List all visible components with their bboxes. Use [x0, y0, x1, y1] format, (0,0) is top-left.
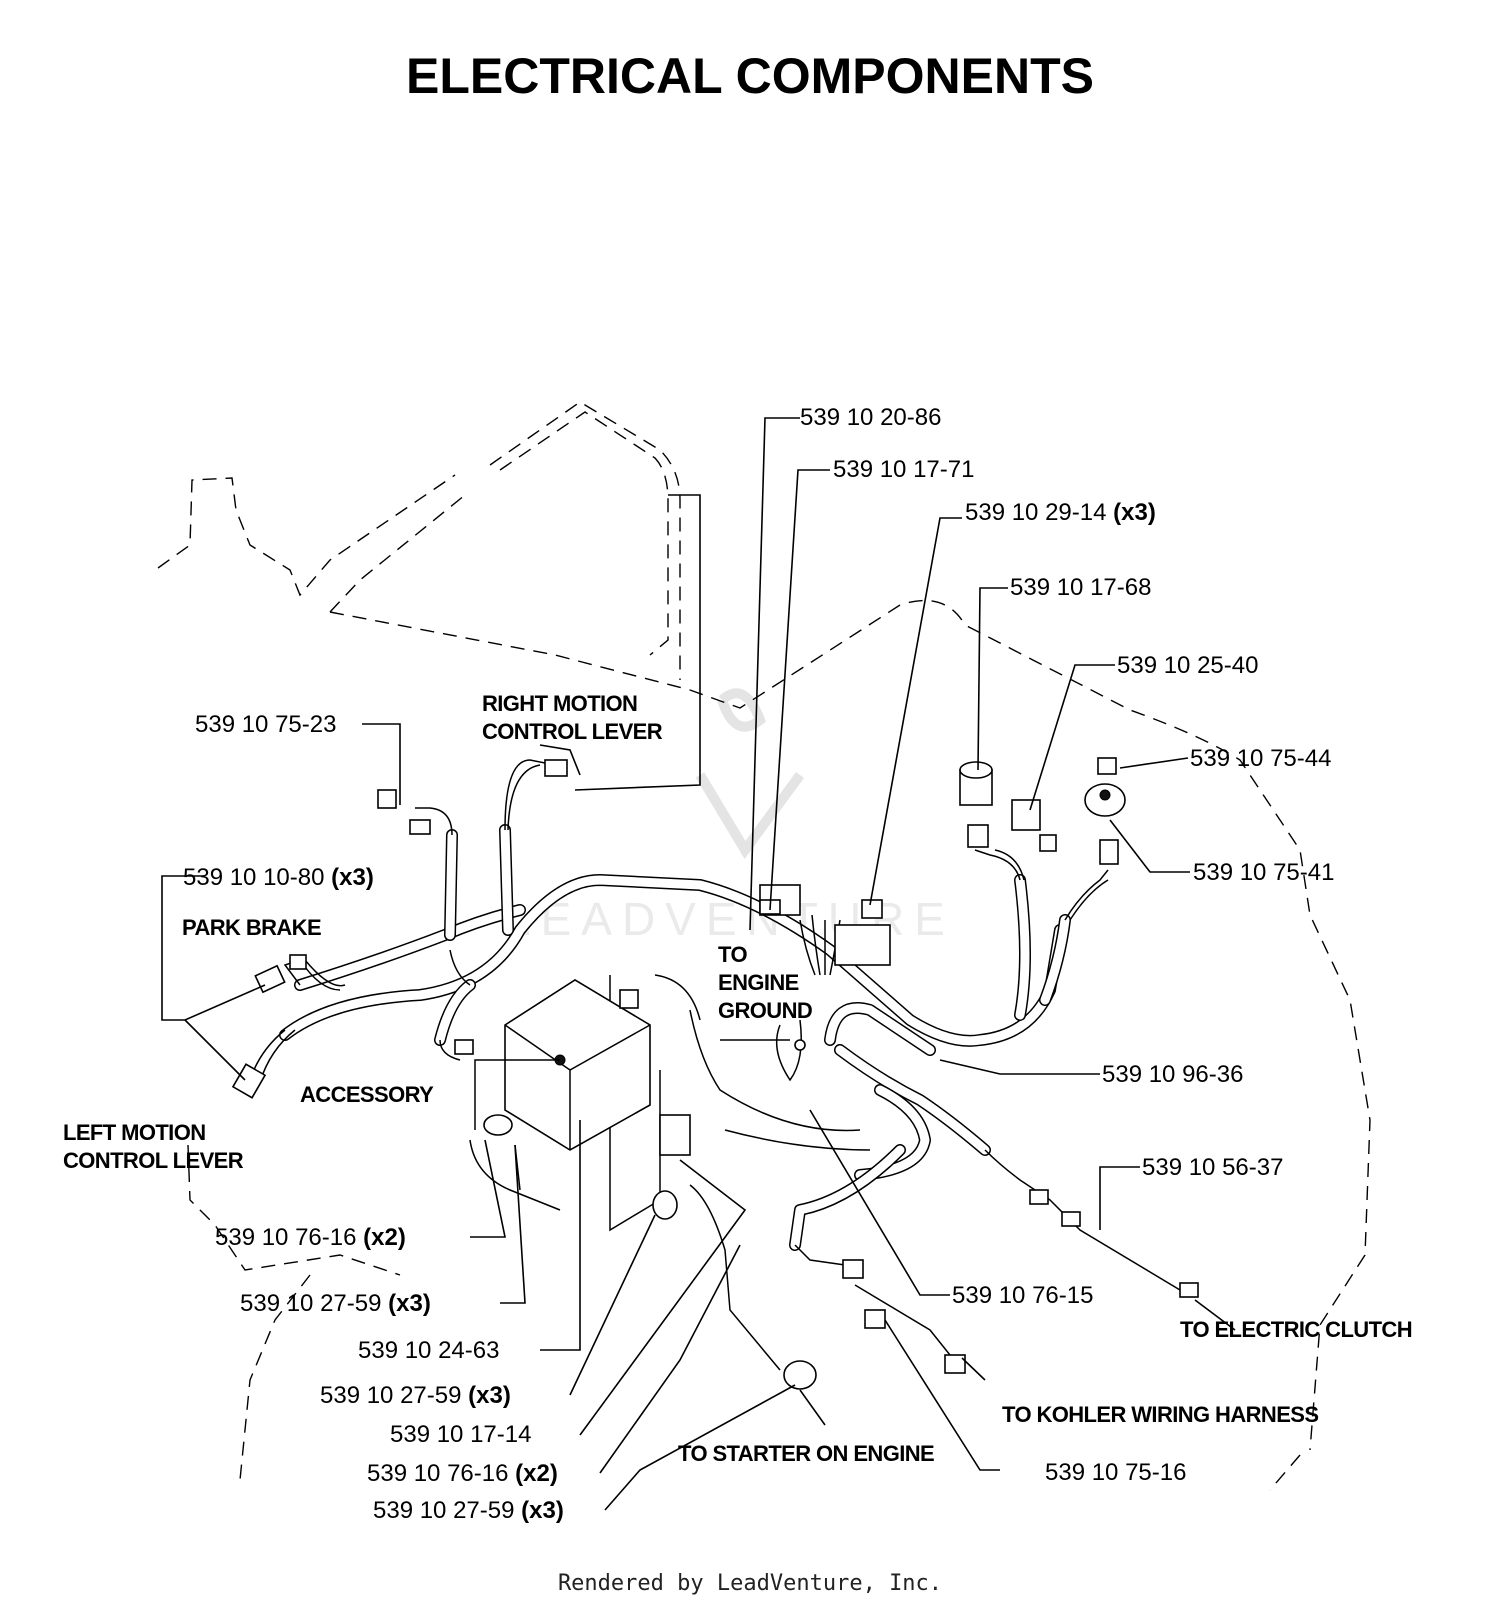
- relay-29-14: [861, 899, 883, 919]
- park-brake-switch: [289, 954, 307, 970]
- main-wiring-harness: [279, 824, 1071, 1251]
- interlock-switch-75-23: [377, 789, 397, 809]
- note-park-brake: PARK BRAKE: [182, 915, 321, 940]
- note-engine-ground-1: TO: [718, 942, 747, 967]
- location-notes: RIGHT MOTION CONTROL LEVER PARK BRAKE AC…: [63, 691, 1413, 1466]
- pn-20-86: 539 10 20-86: [800, 404, 941, 431]
- starter-boot-c: [783, 1360, 817, 1390]
- solenoid: [659, 1114, 691, 1156]
- pn-27-59-b: 539 10 27-59 (x3): [320, 1382, 511, 1409]
- kohler-connector-b: [864, 1309, 886, 1329]
- switch-25-40: [1011, 799, 1041, 831]
- pn-96-36: 539 10 96-36: [1102, 1061, 1243, 1088]
- pn-17-68: 539 10 17-68: [1010, 574, 1151, 601]
- pn-76-16-b: 539 10 76-16 (x2): [367, 1460, 558, 1487]
- clutch-connector-a: [1029, 1189, 1049, 1205]
- starter-boot-b: [652, 1190, 678, 1220]
- callouts: 539 10 20-86 539 10 17-71 539 10 29-14 (…: [183, 404, 1334, 1524]
- relay-bank: [834, 924, 891, 966]
- pn-27-59-c: 539 10 27-59 (x3): [373, 1497, 564, 1524]
- battery: [474, 979, 651, 1151]
- kohler-connector-end: [944, 1354, 966, 1374]
- battery-terminal: [619, 989, 639, 1009]
- pn-76-16-a: 539 10 76-16 (x2): [215, 1224, 406, 1251]
- page-title: ELECTRICAL COMPONENTS: [406, 48, 1094, 104]
- pn-24-63: 539 10 24-63: [358, 1337, 499, 1364]
- pn-10-80: 539 10 10-80 (x3): [183, 864, 374, 891]
- left-lever-connector: [231, 1063, 267, 1099]
- note-right-motion-1: RIGHT MOTION: [482, 691, 637, 716]
- interlock-connector: [409, 819, 431, 835]
- note-electric-clutch: TO ELECTRIC CLUTCH: [1180, 1317, 1412, 1342]
- knob-75-44: [1097, 757, 1117, 775]
- note-accessory: ACCESSORY: [300, 1082, 434, 1107]
- note-right-motion-2: CONTROL LEVER: [482, 719, 663, 744]
- pn-27-59-a: 539 10 27-59 (x3): [240, 1290, 431, 1317]
- accessory-connector: [454, 1039, 474, 1055]
- pn-75-41: 539 10 75-41: [1193, 859, 1334, 886]
- pn-56-37: 539 10 56-37: [1142, 1154, 1283, 1181]
- components: [231, 757, 1199, 1390]
- leader-lines: [161, 417, 1236, 1511]
- pn-75-23: 539 10 75-23: [195, 711, 336, 738]
- right-lever-connector: [544, 759, 568, 777]
- park-brake-connector: [254, 964, 286, 994]
- starter-boot-a: [483, 1114, 513, 1136]
- watermark-logo: [695, 688, 805, 860]
- note-left-motion-1: LEFT MOTION: [63, 1120, 206, 1145]
- kohler-connector-a: [842, 1259, 864, 1279]
- clutch-connector-end: [1179, 1282, 1199, 1298]
- footer-credit: Rendered by LeadVenture, Inc.: [558, 1571, 942, 1596]
- pn-76-15: 539 10 76-15: [952, 1282, 1093, 1309]
- ground-terminal: [794, 1039, 806, 1051]
- switch-75-41-connector: [1099, 839, 1119, 865]
- pn-75-16: 539 10 75-16: [1045, 1459, 1186, 1486]
- ignition-connector: [967, 824, 989, 848]
- note-engine-ground-3: GROUND: [718, 998, 812, 1023]
- pn-25-40: 539 10 25-40: [1117, 652, 1258, 679]
- ignition-switch-face: [959, 761, 993, 779]
- pn-75-44: 539 10 75-44: [1190, 745, 1331, 772]
- frame-outline: [157, 401, 1371, 1491]
- note-kohler: TO KOHLER WIRING HARNESS: [1002, 1402, 1318, 1427]
- switch-25-40-connector: [1039, 834, 1057, 852]
- clutch-connector-b: [1061, 1211, 1081, 1227]
- pn-29-14: 539 10 29-14 (x3): [965, 499, 1156, 526]
- note-starter: TO STARTER ON ENGINE: [678, 1441, 934, 1466]
- pn-17-14: 539 10 17-14: [390, 1421, 531, 1448]
- pn-17-71: 539 10 17-71: [833, 456, 974, 483]
- note-left-motion-2: CONTROL LEVER: [63, 1148, 244, 1173]
- note-engine-ground-2: ENGINE: [718, 970, 799, 995]
